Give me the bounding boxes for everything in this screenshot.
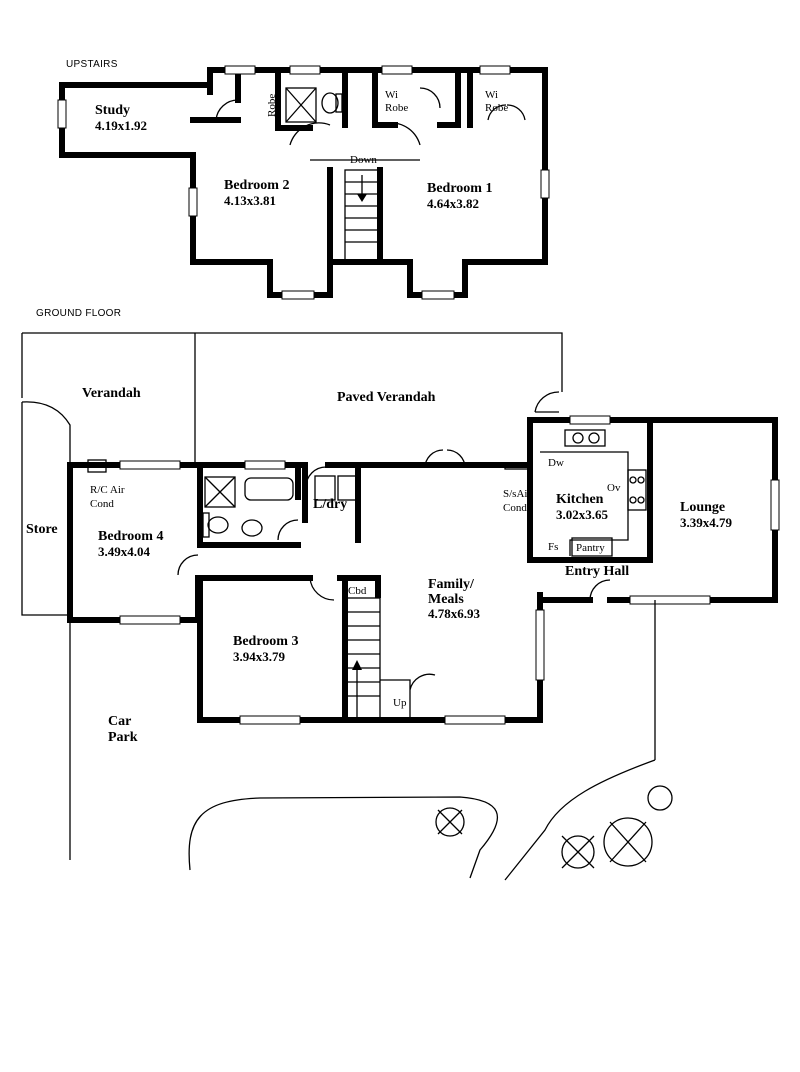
bedroom3-size: 3.94x3.79 <box>233 649 286 664</box>
bedroom2-label: Bedroom 2 <box>224 178 289 193</box>
tree-icon <box>435 785 673 869</box>
family-label-line2: Meals <box>428 592 464 607</box>
ss-air-unit <box>504 462 532 470</box>
stairs-up-label: Up <box>393 697 407 709</box>
kitchen-label: Kitchen <box>556 492 604 507</box>
fs-label: Fs <box>548 541 558 553</box>
dw-label: Dw <box>548 457 564 469</box>
paved-verandah-label: Paved Verandah <box>337 390 436 405</box>
toilet-fixture <box>321 92 339 114</box>
study-label: Study <box>95 103 130 118</box>
ground-toilet <box>207 516 229 534</box>
wi-robe-1-line2: Robe <box>385 102 408 114</box>
rc-air-unit <box>87 459 107 473</box>
lounge-size: 3.39x4.79 <box>680 515 733 530</box>
ov-label: Ov <box>607 482 621 494</box>
bedroom4-label: Bedroom 4 <box>98 529 163 544</box>
bedroom1-label: Bedroom 1 <box>427 181 492 196</box>
stairs-up <box>344 597 436 719</box>
ground-shower <box>204 476 236 508</box>
upstairs-plan <box>57 65 550 300</box>
wi-robe-1-line1: Wi <box>385 89 398 101</box>
stairs-down-label: Down <box>350 154 377 166</box>
rc-air-line2: Cond <box>90 498 114 510</box>
rc-air-line1: R/C Air <box>90 484 125 496</box>
store-label: Store <box>26 522 58 537</box>
bedroom2-size: 4.13x3.81 <box>224 193 276 208</box>
study-size: 4.19x1.92 <box>95 118 147 133</box>
kitchen-size: 3.02x3.65 <box>556 507 609 522</box>
ldry-label: L/dry <box>313 497 347 512</box>
bedroom3-label: Bedroom 3 <box>233 634 298 649</box>
cbd-label: Cbd <box>348 585 367 597</box>
verandah-label: Verandah <box>82 386 141 401</box>
upstairs-heading: UPSTAIRS <box>66 59 118 70</box>
family-label-line1: Family/ <box>428 577 475 592</box>
car-park-line2: Park <box>108 730 138 745</box>
ground-plan <box>21 332 780 881</box>
upstairs-inner-walls <box>275 67 473 265</box>
car-park-line1: Car <box>108 714 131 729</box>
garden-bed <box>188 759 656 881</box>
wi-robe-2-line1: Wi <box>485 89 498 101</box>
robe-label: Robe <box>266 94 278 117</box>
ss-air-line1: S/sAir <box>503 488 531 500</box>
study-walls <box>59 82 213 251</box>
family-size: 4.78x6.93 <box>428 606 481 621</box>
ground-floor-heading: GROUND FLOOR <box>36 308 121 319</box>
sink-fixture <box>564 429 606 447</box>
bedroom1-size: 4.64x3.82 <box>427 196 479 211</box>
bath-fixture <box>244 477 294 501</box>
bedroom4-size: 3.49x4.04 <box>98 544 151 559</box>
verandah-boundary <box>21 332 563 465</box>
stairs-down <box>344 169 381 261</box>
lounge-label: Lounge <box>680 500 725 515</box>
ss-air-line2: Cond <box>503 502 527 514</box>
wi-robe-2-line2: Robe <box>485 102 508 114</box>
cooktop-fixture <box>627 469 647 511</box>
pantry-label: Pantry <box>576 542 605 554</box>
store-outline <box>21 401 71 616</box>
shower-fixture <box>285 87 317 123</box>
entry-hall-label: Entry Hall <box>565 564 629 579</box>
